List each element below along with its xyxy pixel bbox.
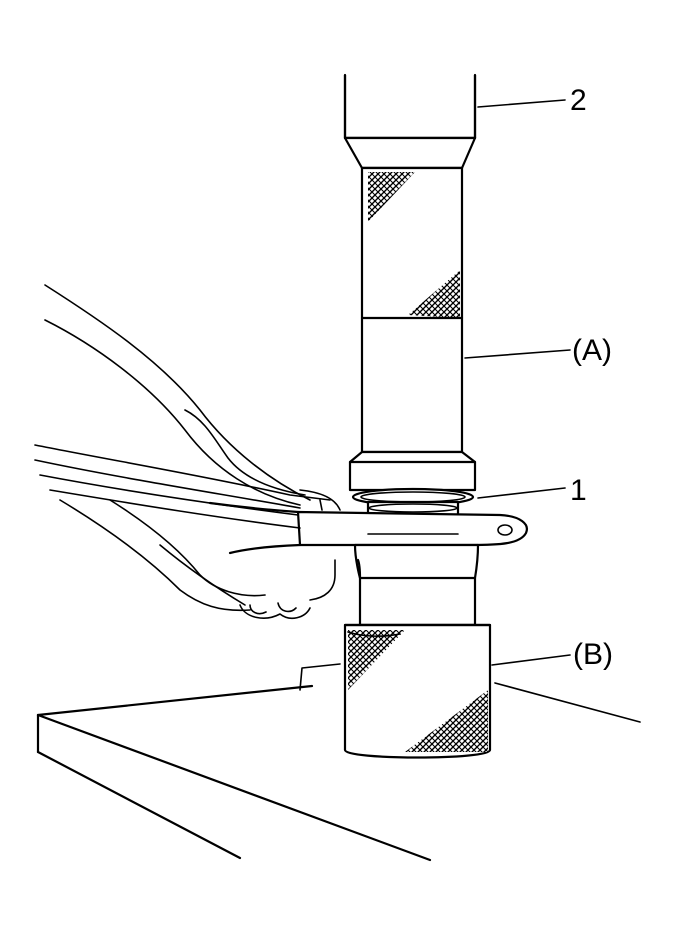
leader-lines [464,99,571,666]
special-tool-a [343,136,477,492]
callout-part-2: 2 [570,84,587,117]
callout-part-b: (B) [573,638,613,671]
callout-part-a: (A) [572,334,612,367]
hands [34,284,341,620]
callout-part-1: 1 [570,474,587,507]
press-rod [343,73,477,140]
workbench [36,663,641,862]
special-tool-b [343,543,492,759]
